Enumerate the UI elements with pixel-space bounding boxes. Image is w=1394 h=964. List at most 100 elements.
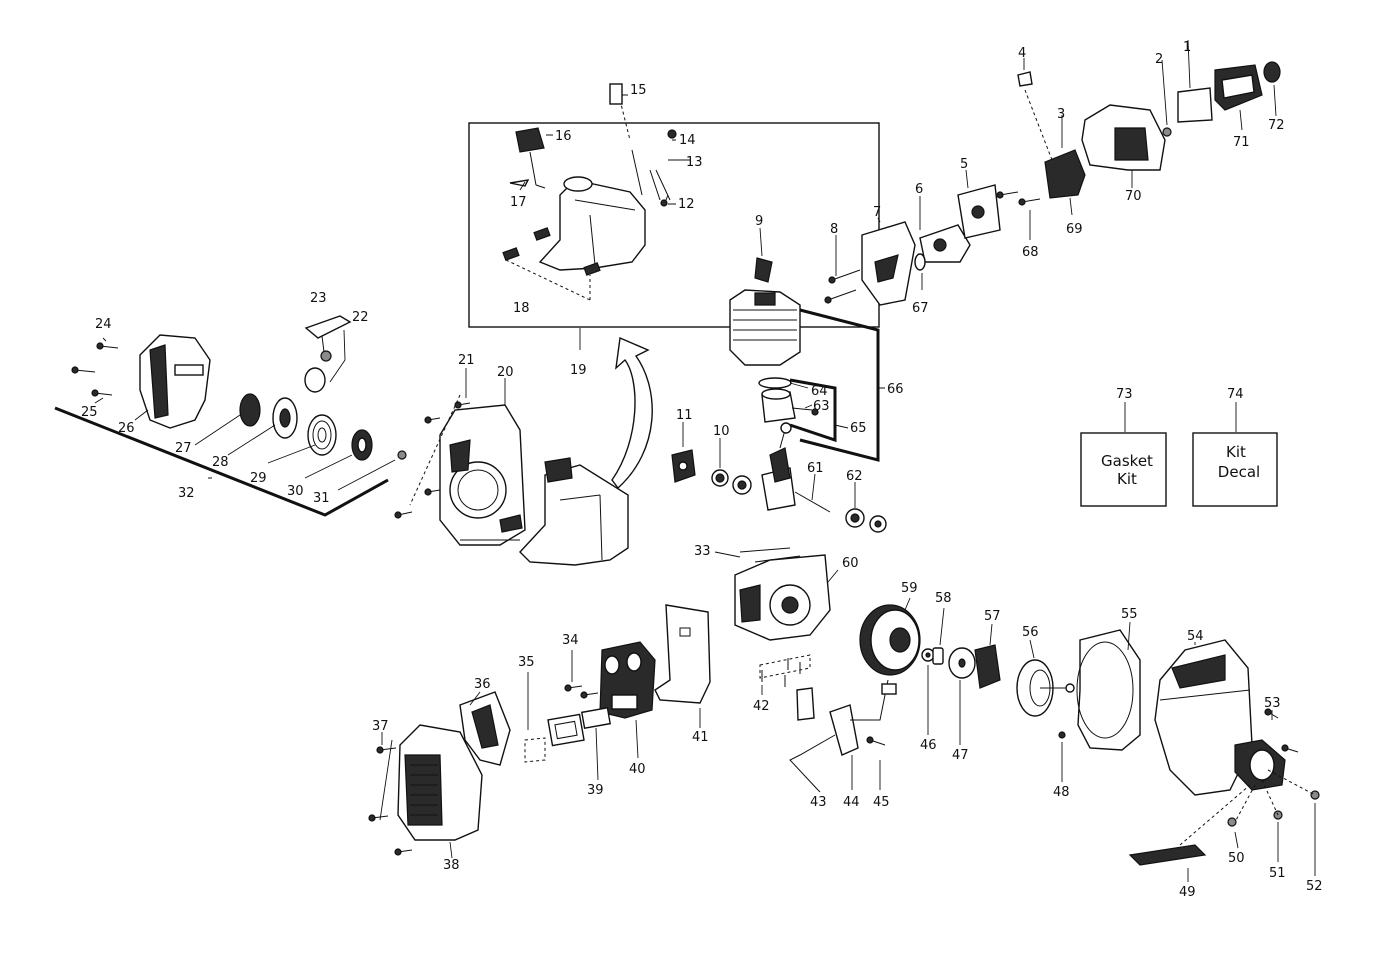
kit-decal-line1: Kit <box>1226 443 1246 461</box>
callout-6: 6 <box>915 182 923 197</box>
callout-labels: 1 2 3 4 5 6 7 8 9 10 11 12 13 14 15 16 1… <box>81 40 1323 900</box>
callout-69: 69 <box>1066 222 1083 237</box>
callout-29: 29 <box>250 471 267 486</box>
callout-38: 38 <box>443 858 460 873</box>
callout-10: 10 <box>713 424 730 439</box>
callout-8: 8 <box>830 222 838 237</box>
fuel-tank-part <box>538 179 646 271</box>
callout-37: 37 <box>372 719 389 734</box>
gasket-kit-line2: Kit <box>1117 470 1137 488</box>
kit-decal-box <box>1192 432 1278 507</box>
callout-42: 42 <box>753 699 770 714</box>
callout-2: 2 <box>1155 52 1163 67</box>
callout-18: 18 <box>513 301 530 316</box>
callout-14: 14 <box>679 133 696 148</box>
crankshaft-group <box>671 422 887 533</box>
callout-52: 52 <box>1306 879 1323 894</box>
callout-32: 32 <box>178 486 195 501</box>
callout-25: 25 <box>81 405 98 420</box>
callout-7: 7 <box>873 205 881 220</box>
callout-12: 12 <box>678 197 695 212</box>
callout-39: 39 <box>587 783 604 798</box>
callout-44: 44 <box>843 795 860 810</box>
kit-decal-line2: Decal <box>1218 463 1260 481</box>
assembly-arrow <box>611 336 653 490</box>
callout-13: 13 <box>686 155 703 170</box>
ignition-group <box>789 679 897 793</box>
carburetor-part <box>1044 149 1086 199</box>
flywheel-group <box>859 597 1320 882</box>
callout-4: 4 <box>1018 46 1026 61</box>
main-housing <box>394 368 629 566</box>
callout-5: 5 <box>960 157 968 172</box>
fuel-tank-inset <box>468 83 880 328</box>
callout-71: 71 <box>1233 135 1250 150</box>
callout-72: 72 <box>1268 118 1285 133</box>
callout-45: 45 <box>873 795 890 810</box>
callout-26: 26 <box>118 421 135 436</box>
callout-56: 56 <box>1022 625 1039 640</box>
cylinder-group <box>729 39 1281 462</box>
callout-59: 59 <box>901 581 918 596</box>
callout-50: 50 <box>1228 851 1245 866</box>
callout-57: 57 <box>984 609 1001 624</box>
callout-67: 67 <box>912 301 929 316</box>
callout-41: 41 <box>692 730 709 745</box>
callout-66: 66 <box>887 382 904 397</box>
callout-15: 15 <box>630 83 647 98</box>
ignition-module-part <box>829 704 859 756</box>
callout-48: 48 <box>1053 785 1070 800</box>
callout-9: 9 <box>755 214 763 229</box>
callout-65: 65 <box>850 421 867 436</box>
clutch-housing-part <box>1077 629 1141 751</box>
callout-28: 28 <box>212 455 229 470</box>
callout-73: 73 <box>1116 387 1133 402</box>
callout-36: 36 <box>474 677 491 692</box>
gasket-kit-box <box>1080 432 1167 507</box>
callout-64: 64 <box>811 384 828 399</box>
callout-61: 61 <box>807 461 824 476</box>
callout-3: 3 <box>1057 107 1065 122</box>
callout-33: 33 <box>694 544 711 559</box>
callout-49: 49 <box>1179 885 1196 900</box>
callout-30: 30 <box>287 484 304 499</box>
callout-16: 16 <box>555 129 572 144</box>
callout-17: 17 <box>510 195 527 210</box>
crankcase-group <box>654 547 839 728</box>
callout-22: 22 <box>352 310 369 325</box>
callout-11: 11 <box>676 408 693 423</box>
callout-21: 21 <box>458 353 475 368</box>
callout-40: 40 <box>629 762 646 777</box>
starter-housing-part <box>139 334 211 429</box>
air-filter-group <box>368 641 656 859</box>
callout-55: 55 <box>1121 607 1138 622</box>
callout-62: 62 <box>846 469 863 484</box>
callout-23: 23 <box>310 291 327 306</box>
guard-plate-part <box>1128 844 1207 866</box>
starter-group <box>54 315 407 517</box>
callout-53: 53 <box>1264 696 1281 711</box>
callout-19: 19 <box>570 363 587 378</box>
starter-handle-part <box>304 315 352 339</box>
callout-1: 1 <box>1183 40 1191 55</box>
callout-58: 58 <box>935 591 952 606</box>
callout-46: 46 <box>920 738 937 753</box>
gasket-kit-line1: Gasket <box>1101 452 1153 470</box>
kit-boxes: Gasket Kit Kit Decal <box>1080 402 1278 507</box>
callout-70: 70 <box>1125 189 1142 204</box>
callout-63: 63 <box>813 399 830 414</box>
callout-35: 35 <box>518 655 535 670</box>
callout-51: 51 <box>1269 866 1286 881</box>
callout-60: 60 <box>842 556 859 571</box>
callout-74: 74 <box>1227 387 1244 402</box>
callout-20: 20 <box>497 365 514 380</box>
callout-68: 68 <box>1022 245 1039 260</box>
callout-31: 31 <box>313 491 330 506</box>
callout-54: 54 <box>1187 629 1204 644</box>
callout-27: 27 <box>175 441 192 456</box>
callout-24: 24 <box>95 317 112 332</box>
fuel-cap-part <box>515 127 545 153</box>
callout-47: 47 <box>952 748 969 763</box>
cylinder-part <box>729 289 801 366</box>
